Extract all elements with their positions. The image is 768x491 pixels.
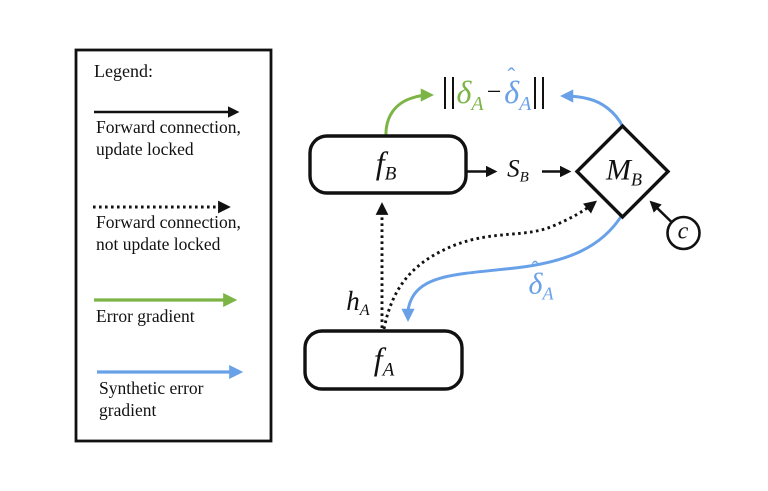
delta-main: δ [504,74,520,110]
fB-sub: B [384,163,397,185]
forward-not-locked-curve [382,200,597,330]
node-fB-box [308,134,468,195]
delta-hat-wrap: ˆ δ [528,258,543,302]
legend-item-label: gradient [99,400,157,421]
edge-label-hA: hA [346,286,369,320]
edge-label-delta-hat-A: ˆ δ A [528,258,554,305]
error-gradient-curve [384,88,434,138]
legend-item-forward-not-locked: Forward connection, not update locked [96,211,241,255]
hA-main: h [346,285,360,316]
node-fA-label: fA [374,340,395,381]
legend-item-label: Forward connection, [96,117,241,137]
fA-main: f [373,340,383,377]
delta-main: δ [456,74,472,110]
c-to-MB-arrow [649,200,672,223]
hat-accent: ˆ [507,62,516,89]
node-c-circle [666,215,701,251]
legend-title: Legend: [94,61,153,81]
delta-sub: A [542,283,554,304]
fA-sub: A [382,359,395,381]
node-fA-box [303,329,464,391]
minus-sign: − [486,77,502,106]
norm-bar-right-icon [534,77,544,109]
legend-item-label: update locked [96,139,194,160]
legend-item-label: Error gradient [96,306,195,326]
legend-item-label: not update locked [96,234,221,255]
legend-item-forward-locked: Forward connection, update locked [96,116,241,160]
node-MB-label: MB [606,154,642,191]
norm-bar-left-icon [444,77,454,109]
expr-delta-green: δA [456,74,484,115]
synthetic-gradient-curve [401,214,624,322]
MB-main: M [606,153,631,187]
legend-item-error-gradient: Error gradient [96,305,195,327]
legend-item-label: Synthetic error [99,378,204,398]
node-c-label: c [677,218,689,245]
node-MB-diamond [574,123,671,220]
fB-main: f [375,144,385,181]
delta-sub: A [519,93,532,115]
hat-accent: ˆ [531,256,539,281]
SB-sub: B [519,169,529,186]
synthetic-gradient-to-loss-curve [560,89,625,128]
legend-item-label: Forward connection, [96,212,241,232]
delta-main: δ [528,267,543,301]
hA-sub: A [359,301,370,320]
SB-main: S [507,155,520,183]
MB-sub: B [631,169,642,190]
delta-sub: A [471,93,484,115]
edge-label-SB: SB [507,156,529,187]
legend-item-synthetic-gradient: Synthetic error gradient [99,377,203,421]
node-fB-label: fB [376,144,397,185]
